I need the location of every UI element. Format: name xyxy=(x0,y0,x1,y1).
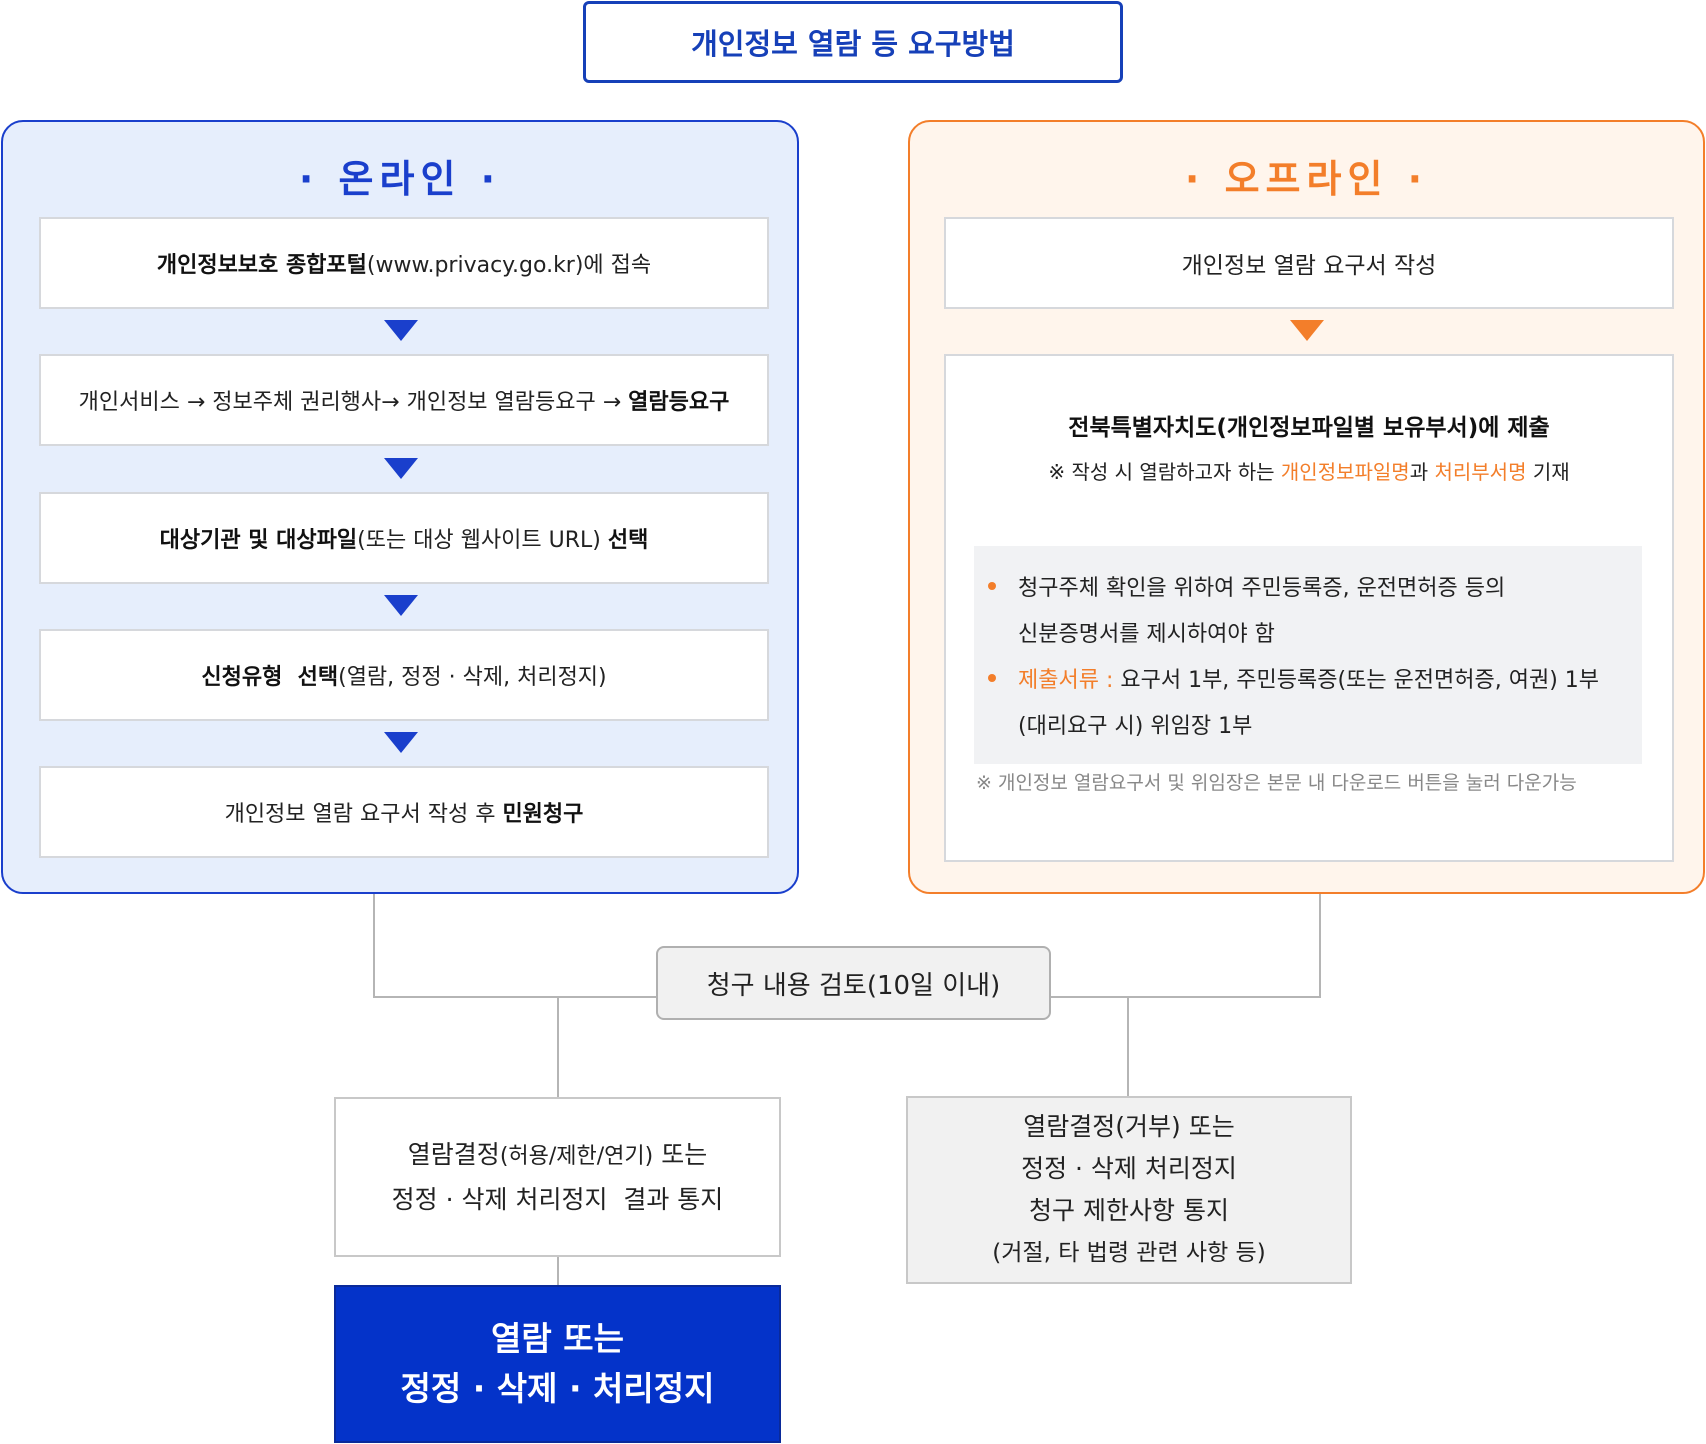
bullet-2-line-2: (대리요구 시) 위임장 1부 xyxy=(1018,714,1253,739)
bullet-1-line-2: 신분증명서를 제시하여야 함 xyxy=(1018,622,1275,647)
online-panel: · 온라인 · 개인정보보호 종합포털(www.privacy.go.kr)에 … xyxy=(1,120,799,894)
online-step-2-bold: 열람등요구 xyxy=(628,390,730,415)
requirements-box: 청구주체 확인을 위하여 주민등록증, 운전면허증 등의 신분증명서를 제시하여… xyxy=(974,546,1642,764)
online-step-3-text: (또는 대상 웹사이트 URL) xyxy=(357,528,608,553)
offline-panel: · 오프라인 · 개인정보 열람 요구서 작성 전북특별자치도(개인정보파일별 … xyxy=(908,120,1705,894)
offline-submit-text: 전북특별자치도(개인정보파일별 보유부서)에 제출 xyxy=(1068,415,1550,441)
offline-note-prefix: ※ 작성 시 열람하고자 하는 xyxy=(1048,460,1281,484)
connector-line xyxy=(1319,894,1321,998)
offline-note: ※ 작성 시 열람하고자 하는 개인정보파일명과 처리부서명 기재 xyxy=(946,456,1672,485)
bullet-icon xyxy=(988,674,996,682)
down-arrow-icon xyxy=(384,320,418,341)
online-heading: · 온라인 · xyxy=(298,157,502,201)
connector-line xyxy=(373,996,657,998)
online-step-5-text: 개인정보 열람 요구서 작성 후 xyxy=(224,802,503,827)
online-step-3: 대상기관 및 대상파일(또는 대상 웹사이트 URL) 선택 xyxy=(39,492,769,584)
decision-approve-line-1b: (허용/제한/연기) xyxy=(499,1144,654,1169)
download-note: ※ 개인정보 열람요구서 및 위임장은 본문 내 다운로드 버튼을 눌러 다운가… xyxy=(976,772,1577,794)
down-arrow-icon xyxy=(384,458,418,479)
decision-approve-line-1c: 또는 xyxy=(653,1140,708,1169)
review-text: 청구 내용 검토(10일 이내) xyxy=(706,970,1001,1001)
decision-approve-line-1: 열람결정(허용/제한/연기) 또는 xyxy=(408,1133,707,1178)
decision-reject-line-2: 정정 · 삭제 처리정지 xyxy=(1021,1154,1237,1183)
offline-note-mid: 과 xyxy=(1409,460,1435,484)
down-arrow-icon xyxy=(384,595,418,616)
bullet-2-line-1: 제출서류 : 요구서 1부, 주민등록증(또는 운전면허증, 여권) 1부 xyxy=(1018,662,1599,694)
diagram-title: 개인정보 열람 등 요구방법 xyxy=(583,1,1123,83)
online-step-5-bold: 민원청구 xyxy=(502,802,584,827)
offline-note-highlight-2: 처리부서명 xyxy=(1434,460,1527,484)
online-step-1-bold: 개인정보보호 종합포털 xyxy=(156,253,367,278)
connector-line xyxy=(557,1257,559,1285)
offline-step-1-text: 개인정보 열람 요구서 작성 xyxy=(1181,253,1437,279)
result-line-1: 열람 또는 xyxy=(491,1319,624,1358)
online-step-3-bold-2: 선택 xyxy=(607,528,649,553)
decision-reject-line-3: 청구 제한사항 통지 xyxy=(1029,1196,1229,1225)
offline-note-suffix: 기재 xyxy=(1526,460,1570,484)
review-box: 청구 내용 검토(10일 이내) xyxy=(656,946,1051,1020)
connector-line xyxy=(1127,998,1129,1096)
down-arrow-icon xyxy=(1290,320,1324,341)
down-arrow-icon xyxy=(384,732,418,753)
bullet-icon xyxy=(988,582,996,590)
decision-approve-line-2: 정정 · 삭제 처리정지 결과 통지 xyxy=(391,1185,724,1214)
bullet-2-text: 요구서 1부, 주민등록증(또는 운전면허증, 여권) 1부 xyxy=(1120,668,1600,693)
decision-reject-line-4: (거절, 타 법령 관련 사항 등) xyxy=(992,1240,1266,1266)
online-step-4-bold: 신청유형 선택 xyxy=(201,665,339,690)
connector-line xyxy=(1051,996,1321,998)
online-step-3-bold: 대상기관 및 대상파일 xyxy=(159,528,358,553)
decision-reject-line-1: 열람결정(거부) 또는 xyxy=(1023,1112,1235,1141)
result-line-2: 정정 · 삭제 · 처리정지 xyxy=(400,1369,715,1408)
connector-line xyxy=(557,998,559,1097)
online-step-4-text: (열람, 정정 · 삭제, 처리정지) xyxy=(338,665,607,690)
online-step-4: 신청유형 선택(열람, 정정 · 삭제, 처리정지) xyxy=(39,629,769,721)
online-step-2: 개인서비스 → 정보주체 권리행사→ 개인정보 열람등요구 → 열람등요구 xyxy=(39,354,769,446)
connector-line xyxy=(373,894,375,998)
offline-heading: · 오프라인 · xyxy=(1184,157,1429,201)
decision-approve-box: 열람결정(허용/제한/연기) 또는 정정 · 삭제 처리정지 결과 통지 xyxy=(334,1097,781,1257)
offline-step-1: 개인정보 열람 요구서 작성 xyxy=(944,217,1674,309)
decision-approve-line-1a: 열람결정 xyxy=(407,1140,500,1169)
online-step-5: 개인정보 열람 요구서 작성 후 민원청구 xyxy=(39,766,769,858)
bullet-1-line-1: 청구주체 확인을 위하여 주민등록증, 운전면허증 등의 xyxy=(1018,576,1506,601)
diagram-title-text: 개인정보 열람 등 요구방법 xyxy=(691,27,1015,61)
decision-reject-box: 열람결정(거부) 또는 정정 · 삭제 처리정지 청구 제한사항 통지 (거절,… xyxy=(906,1096,1352,1284)
online-step-1: 개인정보보호 종합포털(www.privacy.go.kr)에 접속 xyxy=(39,217,769,309)
online-step-1-text: (www.privacy.go.kr)에 접속 xyxy=(366,253,652,278)
offline-step-2: 전북특별자치도(개인정보파일별 보유부서)에 제출 ※ 작성 시 열람하고자 하… xyxy=(944,354,1674,862)
offline-note-highlight-1: 개인정보파일명 xyxy=(1280,460,1410,484)
online-step-2-text: 개인서비스 → 정보주체 권리행사→ 개인정보 열람등요구 → xyxy=(78,390,629,415)
result-box: 열람 또는 정정 · 삭제 · 처리정지 xyxy=(334,1285,781,1443)
bullet-2-label: 제출서류 : xyxy=(1018,668,1121,693)
